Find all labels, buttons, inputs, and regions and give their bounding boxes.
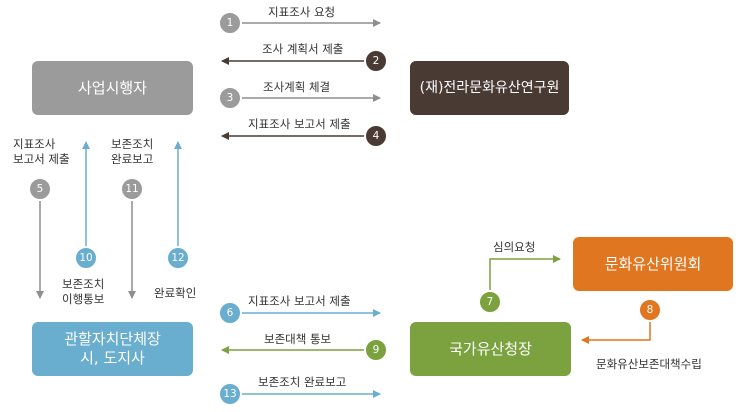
step-1-badge: 1 (218, 11, 242, 35)
step-1-label: 지표조사 요청 (268, 5, 336, 19)
step-11-badge: 11 (120, 177, 144, 201)
step-4-label: 지표조사 보고서 제출 (248, 117, 351, 131)
step-12-label: 완료확인 (154, 286, 197, 300)
step-10-badge: 10 (74, 246, 98, 270)
node-heritage-agency-label: 국가유산청장 (449, 339, 532, 358)
step-10-label-line-2: 이행통보 (62, 292, 105, 306)
step-5-label-line-1: 지표조사 (13, 137, 56, 151)
node-local-gov: 관할자치단체장 시, 도지사 (32, 322, 193, 376)
step-8-badge: 8 (638, 298, 662, 322)
step-6-label: 지표조사 보고서 제출 (248, 294, 351, 308)
node-local-gov-line-1: 관할자치단체장 (64, 330, 161, 348)
step-5-label: 지표조사 보고서 제출 (13, 137, 70, 167)
step-11-label: 보존조치 완료보고 (111, 137, 153, 167)
step-5-label-line-2: 보고서 제출 (13, 152, 70, 166)
step-5-badge: 5 (28, 177, 52, 201)
node-operator: 사업시행자 (32, 61, 193, 115)
step-3-badge: 3 (218, 86, 242, 110)
step-3-label: 조사계획 체결 (263, 80, 331, 94)
step-12-badge: 12 (166, 246, 190, 270)
arrow-step-7 (489, 255, 561, 298)
node-operator-label: 사업시행자 (77, 78, 147, 97)
node-institute-label: (재)전라문화유산연구원 (419, 79, 560, 96)
step-2-label: 조사 계획서 제출 (262, 42, 344, 56)
step-9-badge: 9 (364, 338, 388, 362)
step-4-badge: 4 (364, 124, 388, 148)
step-6-badge: 6 (218, 301, 242, 325)
step-13-label: 보존조치 완료보고 (258, 375, 347, 389)
step-11-label-line-2: 완료보고 (111, 152, 154, 166)
step-10-label: 보존조치 이행통보 (62, 277, 104, 307)
node-committee: 문화유산위원회 (573, 237, 733, 291)
step-10-label-line-1: 보존조치 (62, 277, 105, 291)
node-heritage-agency: 국가유산청장 (410, 322, 571, 376)
node-committee-label: 문화유산위원회 (604, 254, 702, 273)
step-9-label: 보존대책 통보 (264, 332, 332, 346)
node-institute: (재)전라문화유산연구원 (410, 61, 569, 115)
step-7-badge: 7 (478, 290, 502, 314)
step-13-badge: 13 (218, 382, 242, 406)
step-11-label-line-1: 보존조치 (111, 137, 154, 151)
step-7-label: 심의요청 (493, 240, 536, 254)
node-local-gov-line-2: 시, 도지사 (80, 349, 145, 367)
step-2-badge: 2 (364, 49, 388, 73)
step-8-label: 문화유산보존대책수립 (596, 357, 702, 371)
